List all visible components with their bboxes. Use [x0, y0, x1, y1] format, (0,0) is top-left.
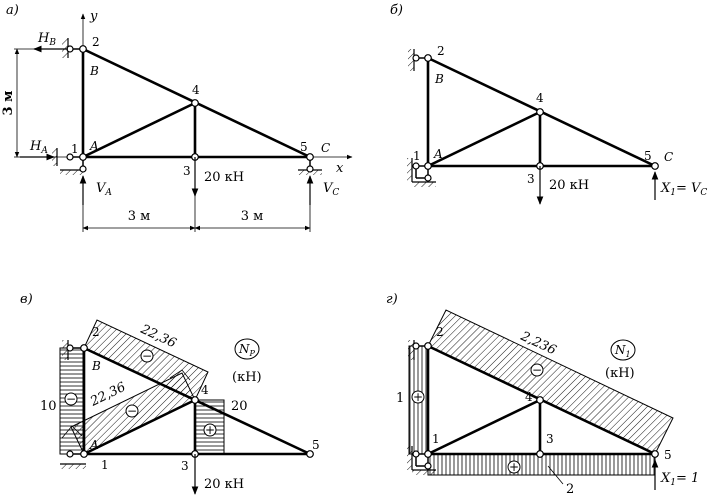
dim-left: 3 м — [128, 209, 151, 224]
node-1: 1 — [71, 142, 79, 156]
y-axis-label: y — [89, 9, 98, 24]
panel-c: в) — [20, 292, 320, 495]
value-left-post: 1 — [396, 391, 404, 406]
point-B: B — [91, 359, 101, 373]
load-label-c: 20 кН — [204, 477, 244, 492]
point-A: A — [89, 438, 99, 452]
node-4: 4 — [192, 83, 200, 97]
node-3: 3 — [546, 432, 554, 446]
svg-text:−: − — [127, 404, 137, 418]
point-C: C — [664, 150, 673, 164]
node-5: 5 — [312, 438, 320, 452]
units-c: (кН) — [232, 370, 262, 385]
node-4: 4 — [536, 91, 544, 105]
dim-right: 3 м — [241, 209, 264, 224]
node-3: 3 — [527, 172, 535, 186]
node-5: 5 — [644, 149, 652, 163]
diagram-symbol-c: N — [238, 342, 250, 356]
value-bottom-chord: 2 — [566, 482, 574, 497]
svg-text:VC: VC — [323, 181, 339, 198]
node-3: 3 — [181, 459, 189, 473]
svg-text:+: + — [413, 390, 423, 404]
x-axis-label: x — [336, 161, 344, 176]
units-d: (кН) — [605, 366, 635, 381]
panel-b: б) 20 кН X1= VC 1 2 3 — [390, 3, 707, 205]
unknown-X1-label-d: X — [660, 471, 671, 486]
node-3: 3 — [183, 164, 191, 178]
svg-text:−: − — [66, 392, 76, 406]
svg-text:N1: N1 — [614, 343, 631, 359]
svg-text:HB: HB — [37, 31, 56, 48]
reaction-HB-label: H — [37, 31, 50, 46]
node-4: 4 — [525, 390, 533, 404]
point-C: C — [321, 141, 330, 155]
node-5: 5 — [664, 448, 672, 462]
sign-markers-c — [64, 349, 217, 437]
panel-d-letter: г) — [386, 292, 398, 307]
panel-a: а) y x — [1, 3, 353, 232]
node-2: 2 — [436, 325, 444, 339]
svg-text:NP: NP — [238, 342, 256, 358]
panel-b-letter: б) — [390, 3, 403, 18]
svg-text:−: − — [142, 349, 152, 363]
point-B: B — [434, 72, 444, 86]
node-1: 1 — [413, 149, 421, 163]
value-vertical: 20 — [231, 399, 248, 414]
point-A: A — [433, 147, 443, 161]
reaction-VC-label: V — [323, 181, 334, 196]
panel-c-letter: в) — [20, 292, 33, 307]
svg-text:X1= VC: X1= VC — [660, 181, 707, 198]
panel-a-letter: а) — [6, 3, 19, 18]
point-A: A — [89, 139, 99, 153]
point-B: B — [89, 64, 99, 78]
sign-markers-d — [411, 363, 544, 474]
node-2: 2 — [92, 325, 100, 339]
dim-height: 3 м — [1, 91, 16, 116]
load-label-b: 20 кН — [549, 178, 589, 193]
svg-text:HA: HA — [29, 139, 48, 156]
svg-text:+: + — [205, 423, 215, 437]
node-5: 5 — [300, 140, 308, 154]
svg-text:X1= 1: X1= 1 — [660, 471, 699, 488]
node-1: 1 — [101, 458, 109, 472]
panel-d: г) − — [386, 292, 699, 497]
node-2: 2 — [437, 44, 445, 58]
unknown-X1-label: X — [660, 181, 671, 196]
node-2: 2 — [92, 35, 100, 49]
node-4: 4 — [201, 383, 209, 397]
diagram-symbol-d: N — [614, 343, 626, 357]
value-left-post: 10 — [40, 399, 57, 414]
svg-text:VA: VA — [96, 181, 112, 198]
load-label-a: 20 кН — [204, 170, 244, 185]
svg-text:−: − — [532, 363, 542, 377]
node-1: 1 — [432, 432, 440, 446]
svg-text:+: + — [509, 460, 519, 474]
reaction-VA-label: V — [96, 181, 107, 196]
reaction-HA-label: H — [29, 139, 42, 154]
